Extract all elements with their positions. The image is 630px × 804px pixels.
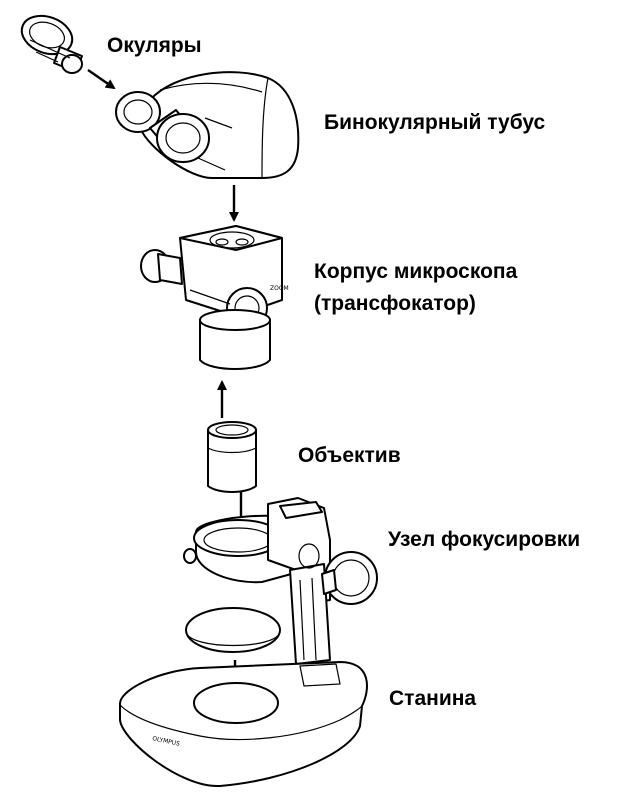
label-eyepieces: Окуляры <box>107 34 202 57</box>
label-microscope-body-subtitle: (трансфокатор) <box>314 292 476 315</box>
svg-text:ZOOM: ZOOM <box>270 285 289 292</box>
label-stand: Станина <box>389 687 477 710</box>
binocular-tube-part <box>115 71 300 179</box>
label-binocular-tube: Бинокулярный тубус <box>324 111 546 134</box>
microscope-body-part: ZOOM <box>140 225 289 370</box>
eyepiece-part <box>20 14 83 74</box>
focus-unit-part <box>183 497 378 665</box>
objective-part <box>207 421 257 493</box>
stage-plate-part <box>185 607 281 653</box>
label-objective: Объектив <box>298 444 401 467</box>
arrow-eyepieces <box>87 69 116 90</box>
label-focus-unit: Узел фокусировки <box>388 528 581 551</box>
label-microscope-body: Корпус микроскопа <box>314 260 518 283</box>
stand-base-part: OLYMPUS <box>119 661 368 788</box>
